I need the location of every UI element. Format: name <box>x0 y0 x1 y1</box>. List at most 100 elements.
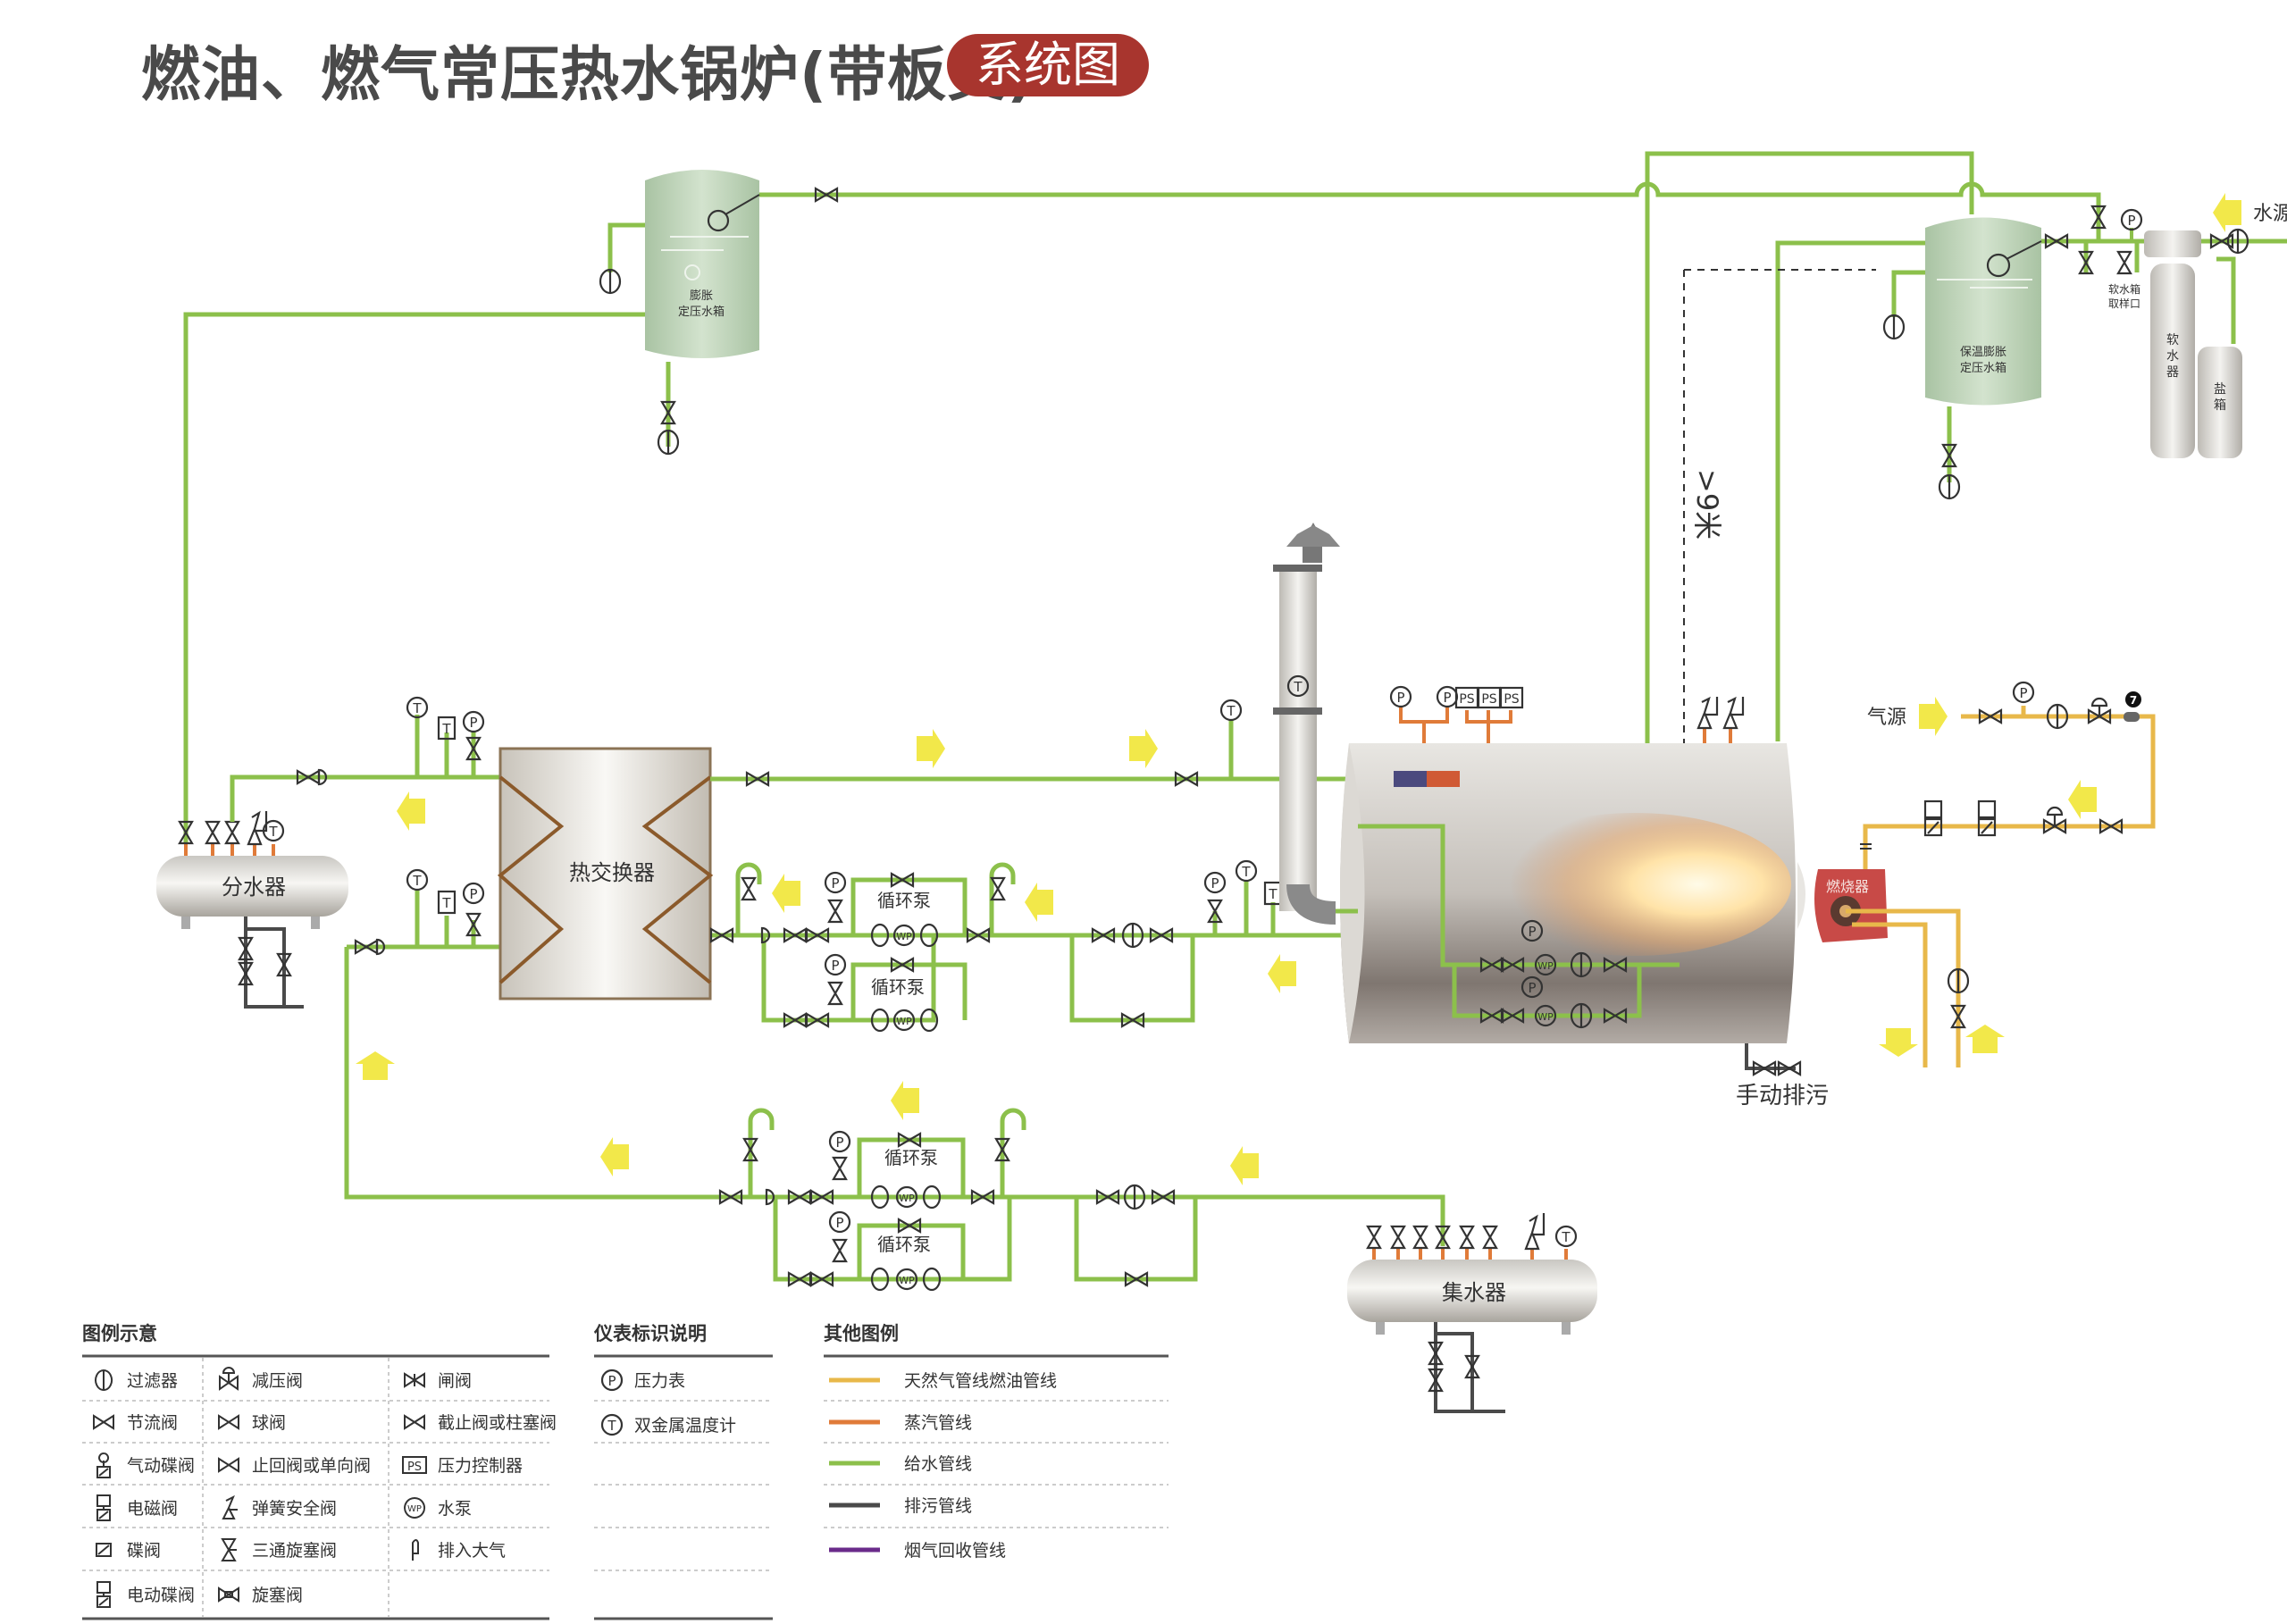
legend-symbol-item: 旋塞阀 <box>218 1586 303 1605</box>
insulated-tank-label-line1: 保温膨胀 <box>1960 346 2006 359</box>
flow-arrow-icon <box>1879 1028 1918 1057</box>
legend-symbol-item: 电动碟阀 <box>96 1581 195 1608</box>
water-pump-icon <box>404 1497 426 1519</box>
valve-icon <box>827 981 843 1006</box>
circulation-pump-2 <box>870 1008 939 1033</box>
legend-line-item: 给水管线 <box>829 1454 972 1474</box>
gas-pipes <box>1846 714 2156 1067</box>
legend-instrument-label: 双金属温度计 <box>634 1416 736 1436</box>
height-dimension-line <box>1683 269 1876 786</box>
legend-symbol-label: 碟阀 <box>127 1541 161 1561</box>
pump-label: 循环泵 <box>884 1147 938 1168</box>
softener-label-2: 水 <box>2166 349 2179 364</box>
gas-meter-icon <box>2124 712 2140 722</box>
pressure-controller-glyph: PS <box>407 1461 422 1474</box>
pressure-reducing-valve-icon <box>2042 806 2067 834</box>
three-way-plug-valve-icon <box>221 1538 237 1561</box>
legend-symbol-item: 电磁阀 <box>96 1494 178 1521</box>
legend-symbol-item: 碟阀 <box>96 1541 161 1561</box>
throttle-valve-icon <box>93 1414 114 1430</box>
filter-icon <box>599 268 622 295</box>
thermometer-icon <box>1219 699 1243 722</box>
legend-instruments-title: 仪表标识说明 <box>593 1323 707 1344</box>
legend-symbol-item: 弹簧安全阀 <box>222 1494 337 1519</box>
thermometer-icon <box>1554 1225 1578 1248</box>
flow-arrow-icon <box>1025 883 1053 922</box>
chimney <box>1273 523 1340 925</box>
pressure-switch-icon: PS <box>1459 692 1474 707</box>
pressure-gauge-icon <box>1389 685 1412 708</box>
flow-arrow-icon <box>1268 954 1296 993</box>
flow-arrow-icon <box>2213 193 2241 232</box>
water-softener: 软 水 器 <box>2144 230 2201 458</box>
filter-icon <box>95 1369 113 1391</box>
legend-symbol-item: 止回阀或单向阀 <box>218 1456 371 1476</box>
circulation-pump-4 <box>870 1267 942 1292</box>
globe-valve-icon <box>404 1414 425 1430</box>
legend-symbol-item: 排入大气 <box>412 1539 506 1561</box>
solenoid-valve-icon <box>96 1494 111 1521</box>
pressure-switch-group: PS PS PS <box>1454 686 1524 709</box>
valve-icon <box>832 1156 848 1181</box>
counter-badge-text: 7 <box>2130 694 2137 707</box>
thermometer-icon <box>1235 859 1258 883</box>
water-source-label: 水源 <box>2253 203 2287 225</box>
counter-badge <box>2125 691 2141 707</box>
page-title: 燃油、燃气常压热水锅炉(带板交) <box>141 40 1035 109</box>
gas-source-label: 气源 <box>1867 707 1906 729</box>
thermometer-icon <box>600 1413 624 1436</box>
plug-valve-icon <box>218 1586 239 1603</box>
legend-symbol-label: 压力控制器 <box>438 1456 523 1476</box>
valve-icon <box>741 876 757 901</box>
legend-symbol-label: 过滤器 <box>127 1371 178 1391</box>
ball-valve-icon <box>218 1414 239 1430</box>
pressure-gauge-icon <box>2012 681 2035 704</box>
valve-icon <box>1459 1225 1475 1250</box>
filter-icon <box>1938 473 1961 500</box>
flow-arrow-icon <box>356 1051 395 1080</box>
pressure-gauge-icon <box>462 882 485 905</box>
pressure-controller-icon <box>402 1456 427 1474</box>
legend-line-item: 排污管线 <box>829 1496 972 1516</box>
legend-symbol-item: 节流阀 <box>93 1413 178 1433</box>
pressure-gauge-icon <box>462 710 485 733</box>
flow-arrow-icon <box>397 791 425 831</box>
legend-symbol-item: PS 压力控制器 <box>402 1456 523 1476</box>
distributor-label: 分水器 <box>222 875 286 900</box>
pump-label: 循环泵 <box>871 976 925 998</box>
temperature-sensor-icon <box>437 716 457 741</box>
pressure-gauge-icon <box>600 1369 624 1392</box>
filter-icon <box>657 429 680 456</box>
check-valve-icon <box>317 768 328 786</box>
spring-safety-valve-icon <box>1696 696 1719 730</box>
pneumatic-butterfly-valve-icon <box>96 1452 111 1478</box>
legend-instruments: 仪表标识说明 压力表 双金属温度计 <box>593 1323 773 1620</box>
check-valve-icon <box>218 1457 239 1473</box>
valve-icon <box>1390 1225 1406 1250</box>
expansion-tank-1-label-line1: 膨胀 <box>690 289 713 303</box>
legend-instrument-label: 压力表 <box>634 1371 685 1391</box>
thermometer-icon <box>406 696 429 719</box>
expansion-tank-1-label-line2: 定压水箱 <box>678 305 725 319</box>
legend-lines-title: 其他图例 <box>824 1323 899 1344</box>
legend-symbol-item: 闸阀 <box>404 1371 472 1391</box>
water-collector: 集水器 <box>1347 1260 1597 1335</box>
spring-safety-valve-icon <box>1722 696 1745 730</box>
flow-arrow-icon <box>891 1081 919 1120</box>
legend-line-item: 蒸汽管线 <box>829 1413 972 1433</box>
legend-symbols-title: 图例示意 <box>82 1323 157 1344</box>
legend-symbol-item: 过滤器 <box>95 1369 178 1391</box>
legend-symbol-label: 排入大气 <box>438 1541 506 1561</box>
temperature-sensor-icon <box>1263 881 1283 906</box>
softener-label-3: 器 <box>2166 365 2179 380</box>
pump-label: 循环泵 <box>877 890 931 911</box>
height-note: >9米 <box>1690 469 1724 540</box>
valve-icon <box>224 820 240 845</box>
check-valve-icon <box>765 1188 775 1206</box>
legend-symbol-item: 截止阀或柱塞阀 <box>404 1413 557 1433</box>
legend-symbol-label: 气动碟阀 <box>127 1456 195 1476</box>
secondary-pump-group <box>731 1108 1445 1282</box>
softener-label-1: 软 <box>2166 333 2179 347</box>
